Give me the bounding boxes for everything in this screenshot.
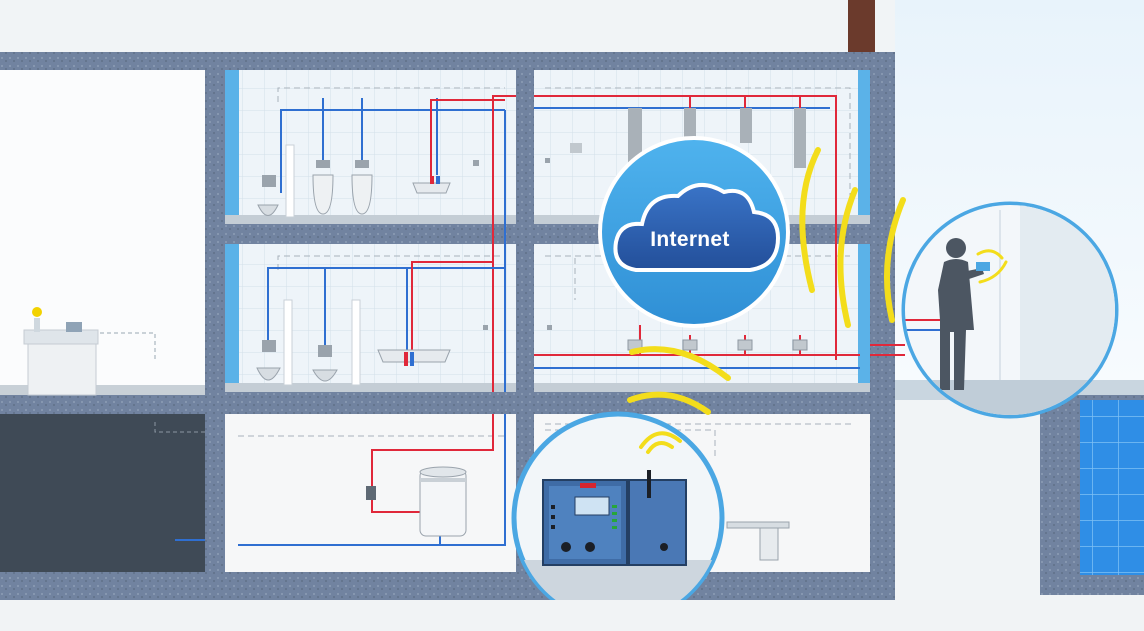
urinal-icon [351,160,373,215]
toilet-icon [256,340,281,381]
cloud-icon [613,183,781,272]
wifi-signal-icon [627,147,906,415]
toilet-icon [312,345,338,382]
pump-icon [366,486,376,500]
chimney [848,0,875,58]
valve-units [627,339,808,351]
toilet-icon [257,175,279,216]
basement-left [0,414,205,572]
partition [285,144,295,218]
storage-table [726,521,790,561]
sink-icon [412,176,451,194]
controller-icon [542,470,687,566]
sink-icon [377,349,451,366]
shower-icon [545,108,806,168]
internet-bubble [598,136,790,328]
water-heater-icon [419,466,467,537]
tablet-icon [976,262,990,271]
reception-room [0,70,205,396]
controller-zoom-circle [511,411,725,625]
urinal-icon [312,160,334,215]
mobile-user-zoom-circle [901,201,1119,419]
